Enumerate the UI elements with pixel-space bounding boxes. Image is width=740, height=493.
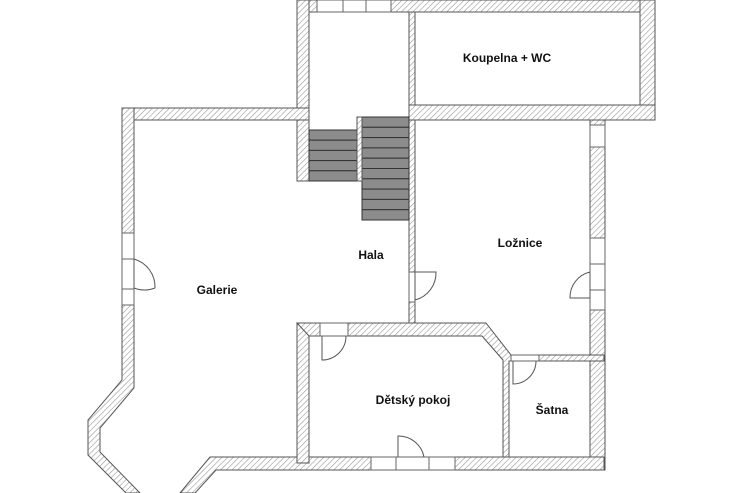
- door-opening: [408, 271, 416, 303]
- walls: [87, 0, 656, 493]
- window: [589, 124, 606, 148]
- staircase: [308, 116, 410, 221]
- stair-tread: [308, 139, 358, 151]
- wall-hall-left: [296, 0, 310, 182]
- door-swing: [397, 435, 425, 458]
- window: [589, 237, 606, 311]
- stair-tread: [308, 170, 358, 182]
- stair-tread: [361, 147, 410, 159]
- room-label-satna: Šatna: [535, 403, 569, 417]
- door-swing: [414, 271, 437, 301]
- door-swing: [321, 335, 347, 361]
- stair-tread: [361, 157, 410, 169]
- stair-tread: [308, 160, 358, 172]
- stair-tread: [308, 129, 358, 141]
- door-swing: [133, 258, 156, 291]
- wall-bath-bottom: [408, 104, 656, 121]
- stair-tread: [308, 149, 358, 162]
- stair-tread: [361, 188, 410, 200]
- room-label-hala: Hala: [358, 248, 384, 262]
- window: [370, 456, 456, 471]
- room-label-koupelna: Koupelna + WC: [462, 51, 552, 65]
- stair-tread: [361, 209, 410, 221]
- door-opening: [510, 354, 540, 362]
- wall-bottom: [179, 456, 605, 493]
- windows: [121, 0, 606, 471]
- door-swing: [512, 360, 537, 385]
- room-label-detsky-pokoj: Dětský pokoj: [375, 393, 451, 407]
- room-label-galerie: Galerie: [196, 283, 238, 297]
- wall-detsky-left: [296, 322, 310, 464]
- stair-tread: [361, 168, 410, 180]
- wall-right-upper: [639, 0, 656, 121]
- wall-galerie-top: [121, 107, 310, 121]
- stair-divider: [356, 116, 363, 182]
- stair-tread: [361, 198, 410, 211]
- stair-tread: [361, 126, 410, 139]
- door-swing: [569, 271, 591, 299]
- stair-tread: [361, 137, 410, 149]
- window: [316, 0, 392, 13]
- window: [121, 232, 135, 306]
- stair-tread: [361, 116, 410, 128]
- room-label-loznice: Ložnice: [497, 236, 543, 250]
- doors: [133, 258, 591, 458]
- stair-tread: [361, 178, 410, 190]
- door-opening: [319, 322, 349, 337]
- wall-detsky-top: [295, 322, 605, 458]
